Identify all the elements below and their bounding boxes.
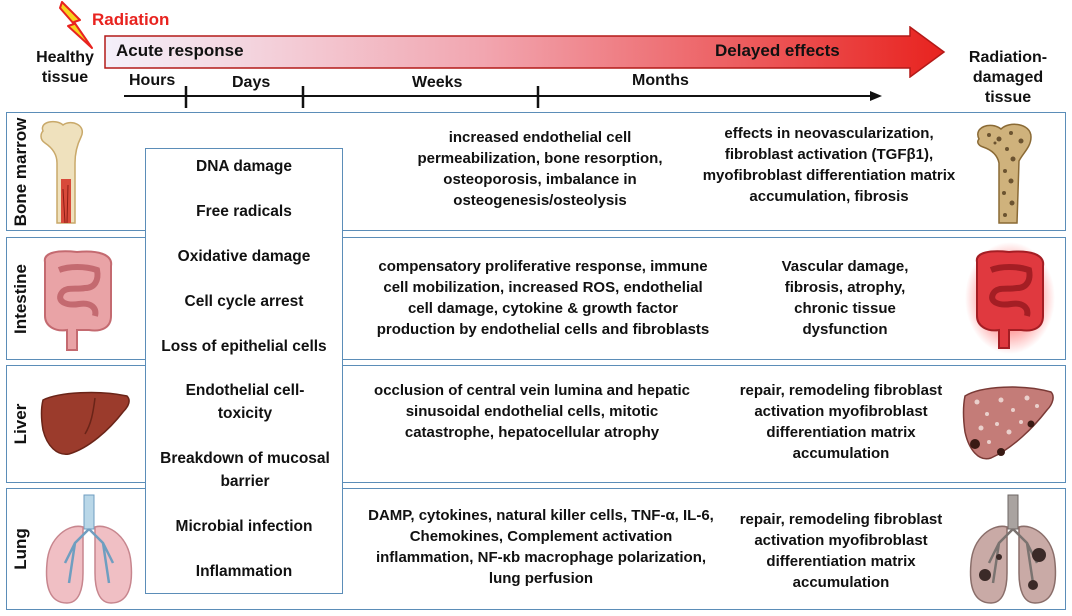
healthy-liver-icon bbox=[40, 391, 130, 455]
tick-months: Months bbox=[632, 72, 689, 89]
acute-response-box: DNA damage Free radicals Oxidative damag… bbox=[145, 148, 343, 594]
row-title: Liver bbox=[11, 403, 30, 445]
tick-days: Days bbox=[232, 74, 271, 91]
liver-months-text: repair, remodeling fibroblast activation… bbox=[739, 382, 943, 462]
acute-item-cell-cycle-arrest: Cell cycle arrest bbox=[184, 293, 304, 310]
tick-weeks: Weeks bbox=[412, 74, 463, 91]
timeline-gradient-arrow bbox=[104, 26, 946, 78]
healthy-tissue-label: Healthy tissue bbox=[36, 49, 94, 86]
healthy-lung-icon bbox=[45, 494, 133, 604]
healthy-bone-icon bbox=[40, 120, 84, 224]
acute-item-dna-damage: DNA damage bbox=[196, 158, 292, 175]
time-axis bbox=[124, 86, 882, 108]
damaged-bone-icon bbox=[977, 123, 1032, 224]
damaged-liver-icon bbox=[962, 386, 1054, 460]
row-title: Lung bbox=[11, 528, 30, 570]
damaged-intestine-icon bbox=[965, 242, 1055, 354]
intestine-months-text: Vascular damage, fibrosis, atrophy, chro… bbox=[781, 258, 909, 338]
acute-item-breakdown-of-mucosal-barrier: Breakdown of mucosal barrier bbox=[160, 450, 330, 490]
acute-item-loss-of-epithelial-cells: Loss of epithelial cells bbox=[161, 338, 327, 355]
damaged-tissue-label: Radiation-damaged tissue bbox=[968, 49, 1048, 106]
lung-weeks-text: DAMP, cytokines, natural killer cells, T… bbox=[368, 507, 714, 587]
bone-marrow-weeks-text: increased endothelial cell permeabilizat… bbox=[417, 129, 663, 209]
tick-hours: Hours bbox=[129, 72, 176, 89]
row-title: Bone marrow bbox=[11, 117, 30, 226]
bone-marrow-months-text: effects in neovascularization, fibroblas… bbox=[702, 125, 956, 205]
acute-item-inflammation: Inflammation bbox=[195, 563, 293, 580]
lung-months-text: repair, remodeling fibroblast activation… bbox=[739, 511, 943, 591]
acute-response-label: Acute response bbox=[116, 41, 244, 60]
delayed-effects-label: Delayed effects bbox=[715, 41, 840, 60]
acute-item-endothelial-cell-toxicity: Endothelial cell-toxicity bbox=[185, 382, 305, 422]
liver-weeks-text: occlusion of central vein lumina and hep… bbox=[374, 382, 690, 441]
damaged-lung-icon bbox=[969, 494, 1057, 604]
intestine-weeks-text: compensatory proliferative response, imm… bbox=[376, 258, 710, 338]
healthy-intestine-icon bbox=[43, 250, 113, 351]
acute-item-oxidative-damage: Oxidative damage bbox=[177, 248, 311, 265]
acute-item-microbial-infection: Microbial infection bbox=[175, 518, 313, 535]
radiation-label: Radiation bbox=[92, 10, 170, 29]
row-title: Intestine bbox=[11, 263, 30, 334]
acute-item-free-radicals: Free radicals bbox=[196, 203, 292, 220]
lightning-bolt-icon bbox=[59, 1, 93, 49]
